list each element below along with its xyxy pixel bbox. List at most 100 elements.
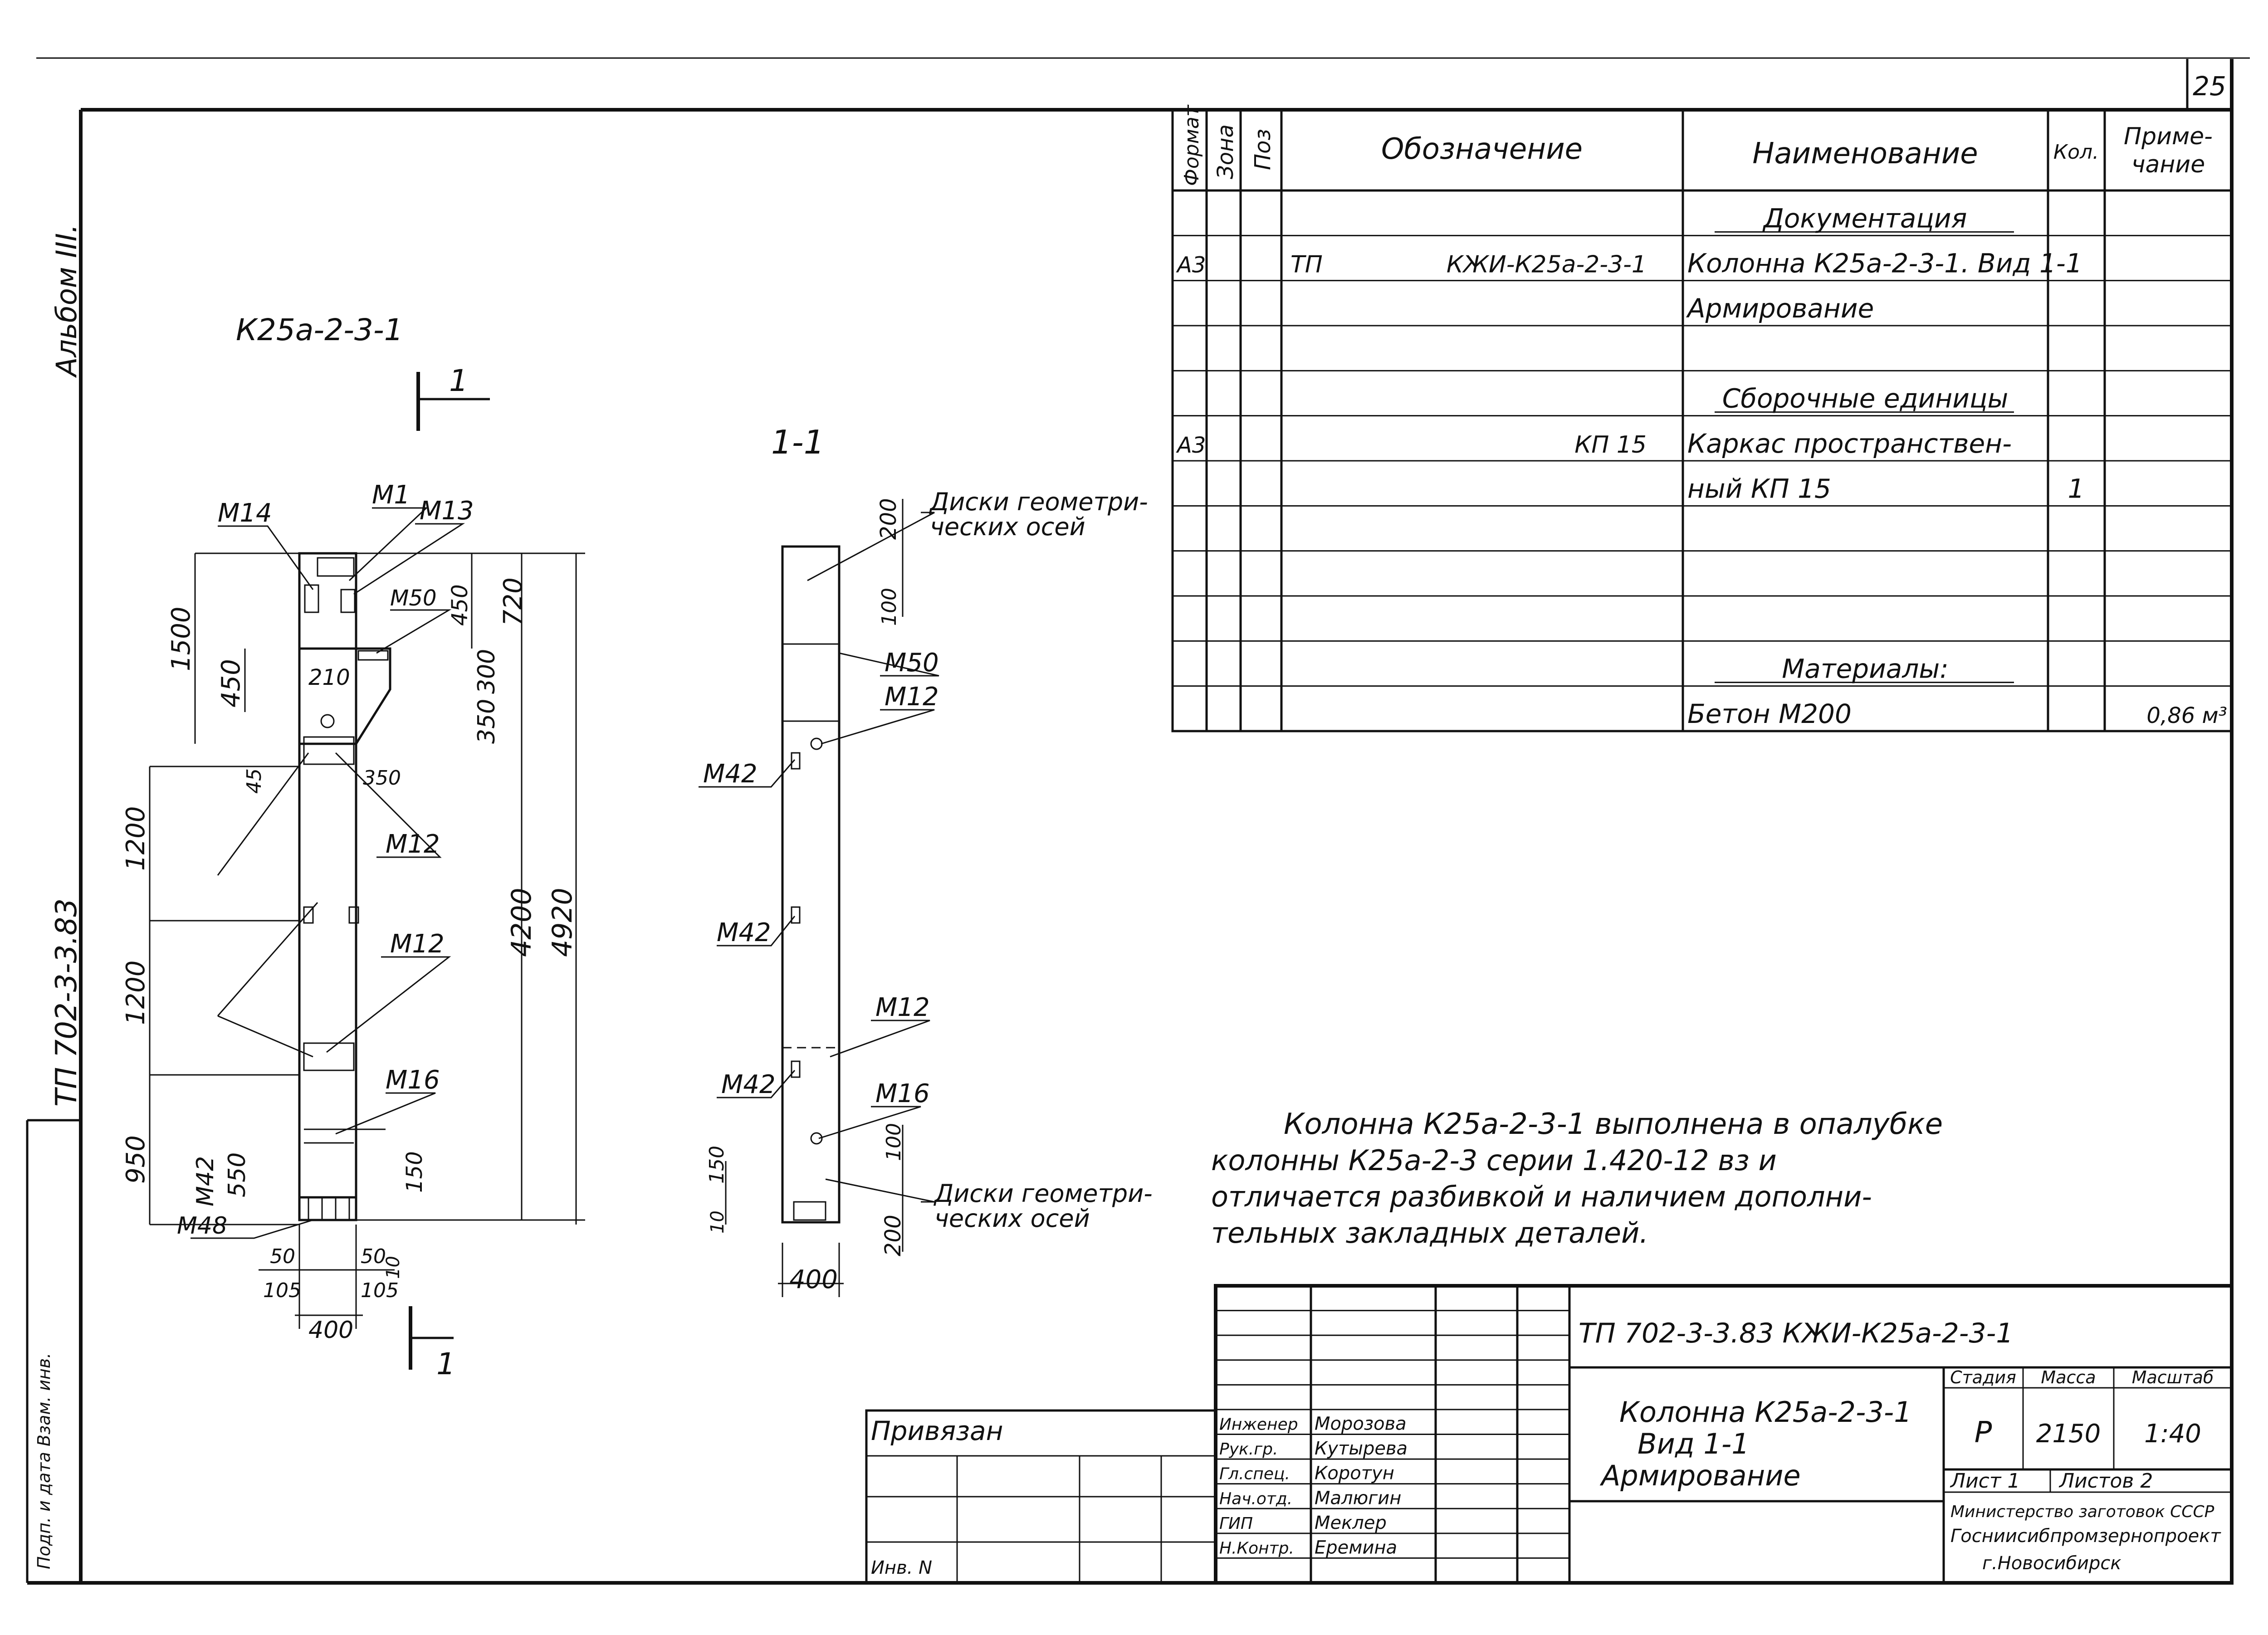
title-code: ТП 702-3-3.83 КЖИ-К25а-2-3-1 xyxy=(1579,1318,2013,1349)
embed-m1 xyxy=(317,557,355,577)
sheets-label: Листов 2 xyxy=(2058,1469,2153,1493)
spec-header-format: Формат xyxy=(1180,104,1203,186)
linked-label: Привязан xyxy=(871,1415,1003,1446)
section-marker-top-label: 1 xyxy=(449,363,468,398)
spec-cell-name: Каркас пространствен- xyxy=(1687,428,2012,459)
note-block: Колонна К25а-2-3-1 выполнена в опалубке … xyxy=(1211,1108,1943,1249)
spec-header-note-2: чание xyxy=(2131,151,2205,178)
section-dim-150: 150 xyxy=(705,1146,728,1184)
name-cell: Коротун xyxy=(1315,1463,1394,1484)
elevation-view: К25а-2-3-1 1 1 xyxy=(121,312,585,1381)
section-dim-200b: 200 xyxy=(880,1215,906,1256)
org-line-3: г.Новосибирск xyxy=(1982,1553,2121,1574)
role-cell: Н.Контр. xyxy=(1219,1539,1294,1557)
dim-350b: 350 xyxy=(363,766,401,790)
label-m14: М14 xyxy=(218,498,272,528)
dim-50b: 50 xyxy=(361,1245,386,1268)
label-section-m12b: М12 xyxy=(875,993,930,1022)
spec-cell-name: Бетон М200 xyxy=(1687,698,1852,729)
mass-label: Масса xyxy=(2041,1367,2096,1387)
label-m50: М50 xyxy=(390,586,437,611)
scale-value: 1:40 xyxy=(2144,1419,2201,1449)
section-dim-100a: 100 xyxy=(878,588,901,626)
note-line-4: тельных закладных деталей. xyxy=(1211,1216,1648,1249)
side-strip-text: Подп. и дата Взам. инв. xyxy=(34,1353,54,1569)
spec-cell-designation: КП 15 xyxy=(1574,431,1647,459)
title-line-2: Вид 1-1 xyxy=(1637,1427,1750,1460)
section-dim-10: 10 xyxy=(707,1210,728,1234)
spec-cell-note: 0,86 м³ xyxy=(2146,703,2227,728)
label-disks-top-2: ческих осей xyxy=(930,512,1085,541)
dim-300: 300 xyxy=(473,649,500,694)
spec-cell-name: Сборочные единицы xyxy=(1722,383,2009,414)
spec-cell-format: А3 xyxy=(1176,433,1206,458)
dim-400: 400 xyxy=(308,1317,353,1344)
role-cell: ГИП xyxy=(1219,1514,1253,1533)
embed-m12-top xyxy=(303,736,355,765)
role-cell: Нач.отд. xyxy=(1219,1489,1292,1508)
dim-950: 950 xyxy=(121,1135,151,1184)
label-section-m42a: М42 xyxy=(703,759,758,789)
org-line-2: Госнииcибпромзернопроект xyxy=(1950,1526,2221,1547)
dim-1500: 1500 xyxy=(166,606,196,671)
spec-cell-name: Армирование xyxy=(1686,293,1874,324)
spec-header-designation: Обозначение xyxy=(1381,132,1583,166)
dim-10: 10 xyxy=(383,1256,404,1279)
sheet-label: Лист 1 xyxy=(1950,1469,2020,1493)
dim-50a: 50 xyxy=(270,1245,295,1268)
inv-label: Инв. N xyxy=(871,1557,932,1578)
album-label: Альбом III. xyxy=(50,224,83,378)
spec-cell-designation: КЖИ-К25а-2-3-1 xyxy=(1447,251,1647,278)
label-m1: М1 xyxy=(372,480,410,510)
scale-label: Масштаб xyxy=(2132,1367,2214,1387)
dim-45: 45 xyxy=(243,768,266,794)
name-cell: Кутырева xyxy=(1315,1438,1408,1459)
dim-4200: 4200 xyxy=(506,888,538,957)
dim-1200b: 1200 xyxy=(121,960,151,1025)
embed-m50 xyxy=(357,650,389,661)
dim-105b: 105 xyxy=(361,1279,399,1302)
stage-value: Р xyxy=(1975,1416,1992,1450)
dim-1200a: 1200 xyxy=(121,806,151,871)
dim-105a: 105 xyxy=(263,1279,301,1302)
spec-header-qty: Кол. xyxy=(2053,141,2099,164)
hole-m12 xyxy=(320,714,335,728)
name-cell: Меклер xyxy=(1315,1513,1387,1533)
label-section-m50: М50 xyxy=(885,648,939,678)
label-disks-bot-2: ческих осей xyxy=(934,1204,1090,1233)
spec-cell-name: Колонна К25а-2-3-1. Вид 1-1 xyxy=(1687,248,2082,279)
name-cell: Морозова xyxy=(1315,1414,1407,1435)
spec-header-note-1: Приме- xyxy=(2124,123,2213,150)
spec-cell-format: А3 xyxy=(1176,253,1206,278)
section-title: 1-1 xyxy=(771,423,825,461)
section-dim-200a: 200 xyxy=(876,498,901,540)
dim-720: 720 xyxy=(499,577,528,626)
title-line-1: Колонна К25а-2-3-1 xyxy=(1619,1396,1912,1429)
label-m42: М42 xyxy=(192,1156,219,1206)
spec-cell-qty: 1 xyxy=(2068,473,2085,504)
spec-header-zone: Зона xyxy=(1213,124,1238,179)
role-cell: Гл.спец. xyxy=(1219,1465,1290,1484)
name-cell: Малюгин xyxy=(1315,1488,1401,1508)
sheet-number: 25 xyxy=(2193,71,2226,102)
dim-450a: 450 xyxy=(216,659,246,708)
label-section-m16: М16 xyxy=(875,1079,930,1108)
note-line-1: Колонна К25а-2-3-1 выполнена в опалубке xyxy=(1284,1108,1943,1141)
section-view: 1-1 Диски геометри- ческих осей Диски ге… xyxy=(699,423,1153,1297)
label-section-m12a: М12 xyxy=(885,682,939,712)
series-side-label: ТП 702-3-3.83 xyxy=(50,898,83,1107)
org-line-1: Министерство заготовок СССР xyxy=(1950,1503,2214,1521)
section-marker-bottom-label: 1 xyxy=(436,1347,455,1381)
note-line-2: колонны К25а-2-3 серии 1.420-12 вз и xyxy=(1211,1144,1777,1177)
name-cell: Еремина xyxy=(1315,1537,1397,1558)
label-disks-bot-1: Диски геометри- xyxy=(934,1179,1153,1208)
spec-cell-name: ный КП 15 xyxy=(1687,473,1831,504)
elevation-title: К25а-2-3-1 xyxy=(236,312,403,347)
column-lower xyxy=(298,742,357,1221)
dim-150: 150 xyxy=(402,1151,427,1193)
label-m48: М48 xyxy=(177,1212,227,1240)
dim-450b: 450 xyxy=(447,584,473,626)
